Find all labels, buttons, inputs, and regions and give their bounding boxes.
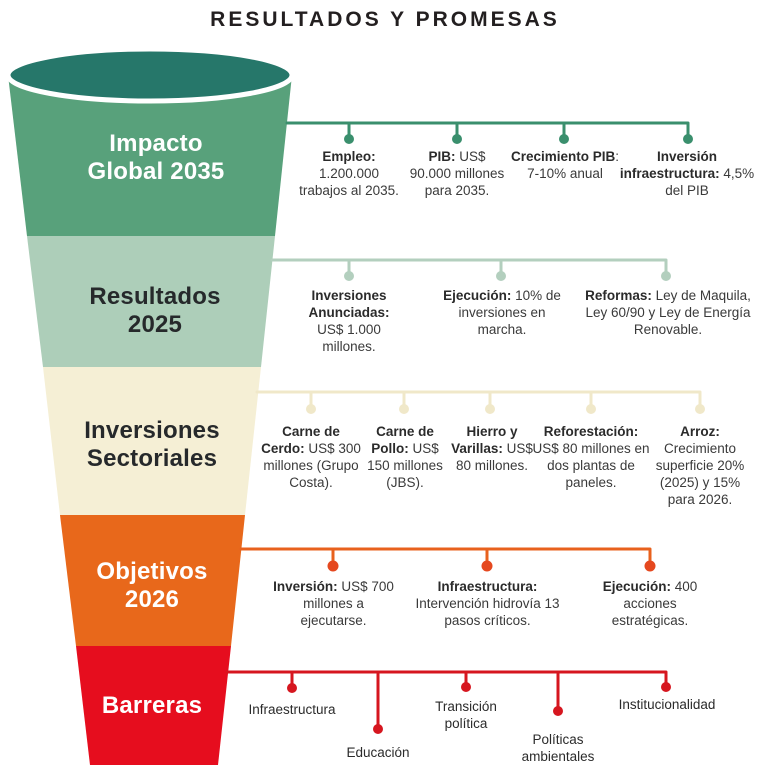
branch-reforestacion: Reforestación: US$ 80 millones en dos pl… bbox=[532, 424, 650, 490]
connector-lines-level-4 bbox=[239, 547, 652, 564]
funnel-band-barreras bbox=[76, 646, 231, 765]
connector-dots-level-2 bbox=[344, 271, 671, 281]
branch-arroz: Arroz: Crecimiento superficie 20% (2025)… bbox=[655, 424, 745, 507]
connector-lines-level-5 bbox=[225, 670, 668, 727]
branch-pib: PIB: US$ 90.000 millones para 2035. bbox=[409, 149, 505, 198]
funnel-top-ellipse bbox=[5, 46, 295, 104]
branch-ejecucion-2025: Ejecución: 10% de inversiones en marcha. bbox=[443, 288, 561, 337]
barrier-transicion-politica: Transición política bbox=[435, 699, 497, 731]
barrier-politicas-ambientales: Políticas ambientales bbox=[521, 732, 595, 764]
branch-crecimiento-pib: Crecimiento PIB: 7-10% anual bbox=[510, 149, 620, 181]
connector-dots-level-3 bbox=[306, 404, 705, 414]
branch-inversiones-anunciadas: Inversiones Anunciadas: US$ 1.000 millon… bbox=[308, 288, 390, 354]
barrier-institucionalidad: Institucionalidad bbox=[618, 697, 716, 712]
funnel-band-resultados bbox=[27, 236, 275, 367]
band-label-objetivos-2026: Objetivos 2026 bbox=[96, 558, 208, 613]
branch-hierro-y-varillas: Hierro y Varillas: US$ 80 millones. bbox=[451, 424, 533, 473]
connector-dots-level-5 bbox=[287, 682, 671, 734]
barrier-infraestructura: Infraestructura bbox=[248, 702, 336, 717]
page-title: RESULTADOS Y PROMESAS bbox=[210, 8, 560, 31]
branch-reformas: Reformas: Ley de Maquila, Ley 60/90 y Le… bbox=[585, 288, 751, 337]
connector-dots-level-4 bbox=[327, 560, 656, 572]
connector-lines-level-1 bbox=[285, 121, 690, 137]
band-label-impacto-global-2035: Impacto Global 2035 bbox=[87, 130, 225, 185]
funnel-band-inversiones-sectoriales bbox=[43, 367, 261, 515]
connector-lines-level-2 bbox=[270, 258, 668, 274]
connector-dots-level-1 bbox=[344, 134, 693, 144]
band-label-inversiones-sectoriales: Inversiones Sectoriales bbox=[84, 417, 220, 472]
branch-inversion-infraestructura: Inversión infraestructura: 4,5% del PIB bbox=[619, 149, 755, 198]
branch-inversion-2026: Inversión: US$ 700 millones a ejecutarse… bbox=[273, 579, 394, 628]
connector-lines-level-3 bbox=[255, 390, 702, 407]
branch-carne-de-cerdo: Carne de Cerdo: US$ 300 millones (Grupo … bbox=[261, 424, 361, 490]
barrier-educacion: Educación bbox=[346, 745, 410, 760]
band-label-resultados-2025: Resultados 2025 bbox=[89, 283, 221, 338]
branch-infraestructura-2026: Infraestructura: Intervención hidrovía 1… bbox=[415, 579, 560, 628]
branch-carne-de-pollo: Carne de Pollo: US$ 150 millones (JBS). bbox=[367, 424, 443, 490]
funnel-band-objetivos bbox=[60, 515, 245, 646]
branch-empleo: Empleo: 1.200.000 trabajos al 2035. bbox=[299, 149, 399, 198]
band-label-barreras: Barreras bbox=[101, 692, 203, 719]
branch-ejecucion-2026: Ejecución: 400 acciones estratégicas. bbox=[602, 579, 698, 628]
funnel-band-impacto-global bbox=[8, 75, 292, 236]
